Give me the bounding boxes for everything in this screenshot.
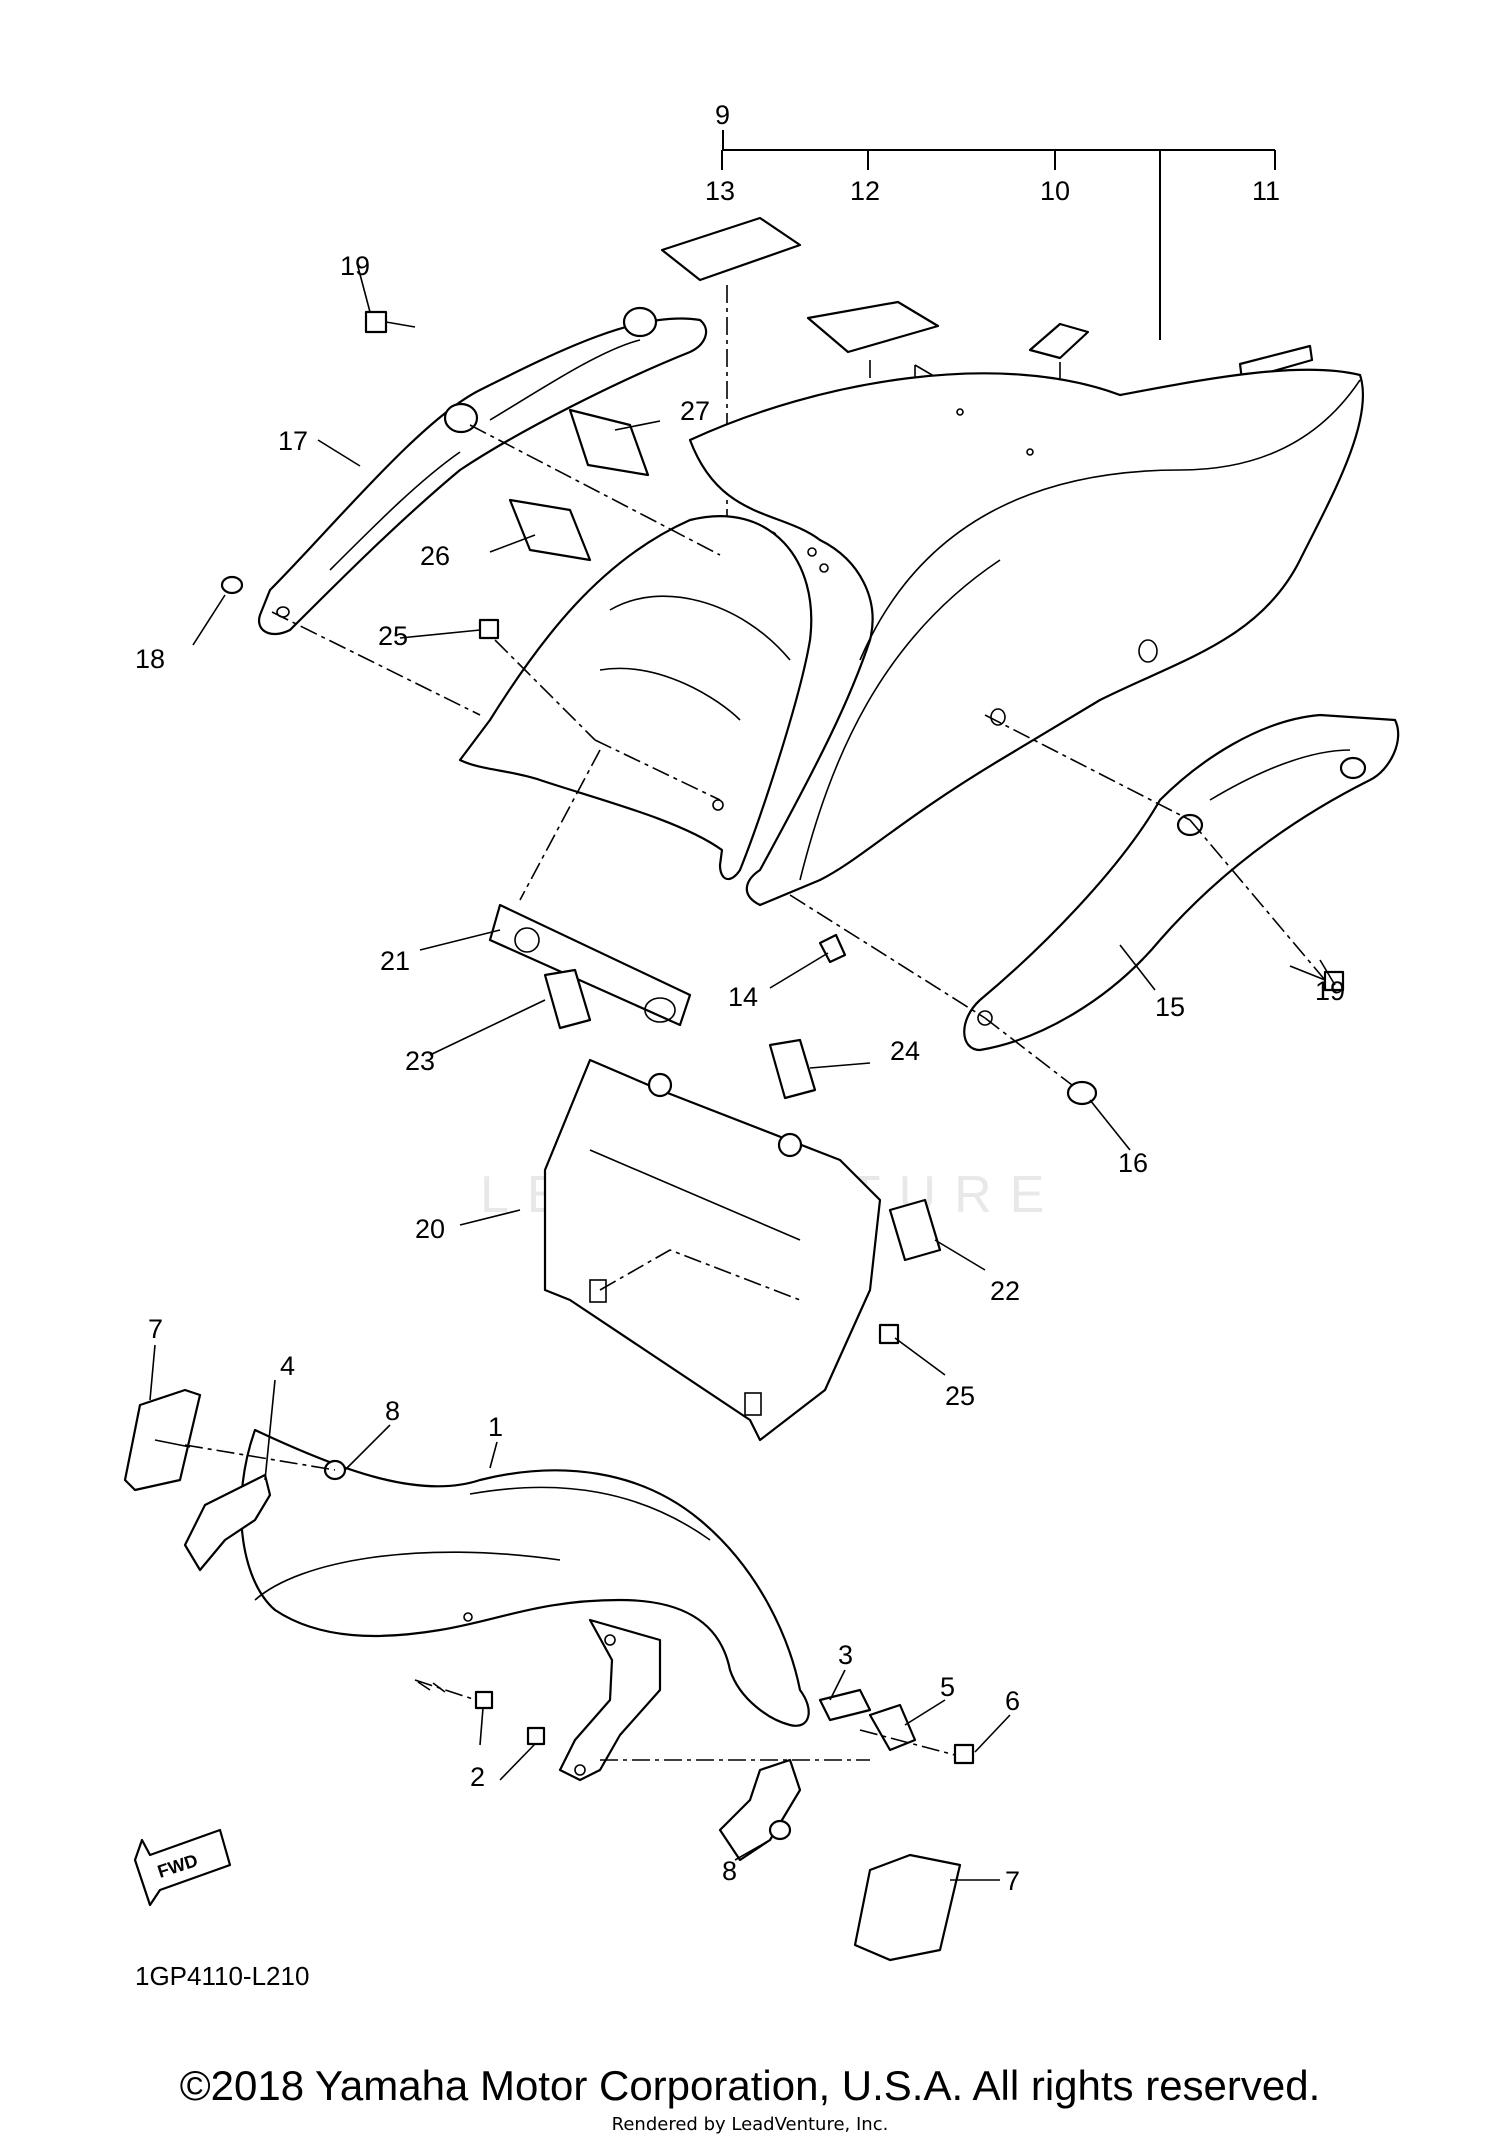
- reflector-bracket[interactable]: [718, 1758, 802, 1862]
- callout-11: 11: [1252, 176, 1280, 206]
- assembly-lines: [271, 424, 1326, 1086]
- nut-8-bottom[interactable]: [768, 1819, 792, 1841]
- clip-14[interactable]: [818, 933, 847, 964]
- screw-19-left[interactable]: [364, 310, 388, 334]
- callout-2: 2: [470, 1762, 485, 1792]
- flap-20[interactable]: [543, 1058, 882, 1442]
- label-12-decal[interactable]: [806, 300, 940, 354]
- callout-26: 26: [420, 541, 450, 571]
- callout-15: 15: [1155, 992, 1185, 1022]
- damper-23[interactable]: [543, 968, 592, 1030]
- callout-22: 22: [990, 1276, 1020, 1306]
- callout-6: 6: [1005, 1686, 1020, 1716]
- callout-19-left: 19: [340, 251, 370, 281]
- damper-24[interactable]: [768, 1038, 817, 1100]
- front-fender-1[interactable]: [240, 1428, 810, 1727]
- callout-27: 27: [680, 396, 710, 426]
- callout-18: 18: [135, 644, 165, 674]
- callout-19-right: 19: [1315, 976, 1345, 1006]
- collar-5[interactable]: [868, 1703, 917, 1752]
- rivet-16[interactable]: [1066, 1080, 1098, 1106]
- diagram-code: 1GP4110-L210: [135, 1961, 309, 1991]
- callout-labels: 1 2 3 4 5 6 7 7 8 8 9 10 11 12 13 14 15 …: [135, 100, 1345, 1991]
- reflector-7-right[interactable]: [853, 1853, 962, 1962]
- rear-fender-stay-right-15[interactable]: [963, 713, 1400, 1052]
- damper-27[interactable]: [568, 408, 650, 477]
- callout-8-top: 8: [385, 1396, 400, 1426]
- callout-16: 16: [1118, 1148, 1148, 1178]
- callout-17: 17: [278, 426, 308, 456]
- rivet-25-top[interactable]: [478, 618, 500, 640]
- callout-5: 5: [940, 1672, 955, 1702]
- reflector-7-left[interactable]: [123, 1388, 202, 1492]
- label-13-decal[interactable]: [660, 216, 802, 282]
- fwd-arrow-icon: FWD: [133, 1828, 232, 1907]
- group-9-bracket: [721, 130, 1276, 340]
- callout-13: 13: [705, 176, 735, 206]
- front-fender-stay[interactable]: [558, 1618, 662, 1782]
- rivet-18[interactable]: [220, 575, 244, 595]
- bracket-3[interactable]: [818, 1688, 872, 1722]
- callout-3: 3: [838, 1640, 853, 1670]
- rear-fender-inner[interactable]: [458, 515, 813, 881]
- callout-10: 10: [1040, 176, 1070, 206]
- fasteners: [220, 310, 1345, 1345]
- damper-26[interactable]: [508, 498, 592, 562]
- damper-22[interactable]: [888, 1198, 942, 1262]
- label-10-decal[interactable]: [1028, 322, 1090, 360]
- callout-7-bottom: 7: [1005, 1866, 1020, 1896]
- callout-24: 24: [890, 1036, 920, 1066]
- callout-8-bottom: 8: [722, 1856, 737, 1886]
- bolt-2-a[interactable]: [474, 1690, 494, 1710]
- callout-4: 4: [280, 1351, 295, 1381]
- rivet-25-bottom[interactable]: [878, 1323, 900, 1345]
- leader-lines: [149, 262, 1336, 1881]
- callout-1: 1: [488, 1412, 503, 1442]
- callout-14: 14: [728, 982, 758, 1012]
- bolt-6[interactable]: [953, 1743, 975, 1765]
- rendered-by-credit: Rendered by LeadVenture, Inc.: [611, 2114, 889, 2135]
- callout-9: 9: [715, 100, 730, 130]
- callout-25-bottom: 25: [945, 1381, 975, 1411]
- bolt-2-b[interactable]: [526, 1726, 546, 1746]
- bracket-21[interactable]: [488, 903, 692, 1027]
- rear-fender[interactable]: [688, 368, 1365, 907]
- callout-12: 12: [850, 176, 880, 206]
- rear-fender-stay-left-17[interactable]: [257, 306, 708, 636]
- callout-23: 23: [405, 1046, 435, 1076]
- callout-21: 21: [380, 946, 410, 976]
- callout-20: 20: [415, 1214, 445, 1244]
- callout-7-top: 7: [148, 1314, 163, 1344]
- callout-25-top: 25: [378, 621, 408, 651]
- copyright-notice: ©2018 Yamaha Motor Corporation, U.S.A. A…: [179, 2062, 1321, 2109]
